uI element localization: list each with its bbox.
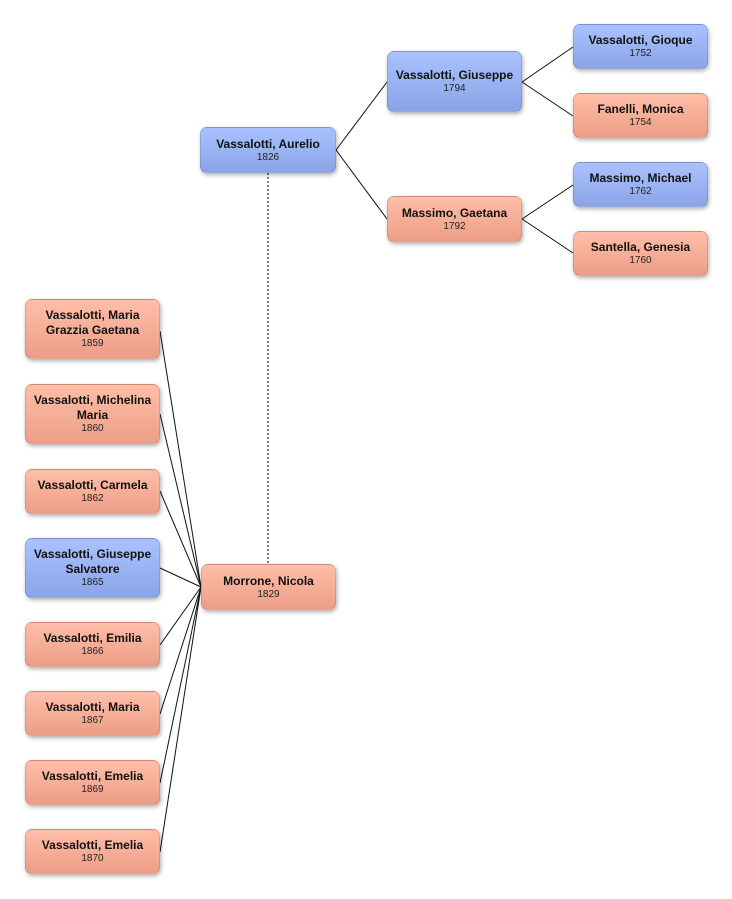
person-year: 1760: [629, 255, 652, 266]
person-year: 1762: [629, 186, 652, 197]
person-name: Vassalotti, Emilia: [43, 631, 142, 645]
person-name: Massimo, Michael: [589, 171, 692, 185]
person-year: 1865: [81, 577, 104, 588]
line-nicola-child-7: [159, 586, 202, 784]
person-name: Vassalotti, Giuseppe: [395, 68, 514, 82]
person-monica[interactable]: Fanelli, Monica 1754: [573, 93, 708, 138]
person-name: Vassalotti, Carmela: [37, 478, 148, 492]
child-5[interactable]: Vassalotti, Emilia 1866: [25, 622, 160, 667]
child-8[interactable]: Vassalotti, Emelia 1870: [25, 829, 160, 874]
child-1[interactable]: Vassalotti, Maria Grazzia Gaetana 1859: [25, 299, 160, 359]
line-nicola-child-4: [159, 567, 202, 588]
person-nicola[interactable]: Morrone, Nicola 1829: [201, 564, 336, 610]
person-year: 1859: [81, 338, 104, 349]
person-year: 1870: [81, 853, 104, 864]
person-year: 1866: [81, 646, 104, 657]
person-year: 1867: [81, 715, 104, 726]
person-year: 1754: [629, 117, 652, 128]
person-year: 1826: [256, 151, 280, 163]
person-name: Vassalotti, Michelina Maria: [33, 393, 152, 422]
line-giuseppe-monica: [521, 81, 574, 117]
person-name: Vassalotti, Emelia: [41, 769, 144, 783]
child-4[interactable]: Vassalotti, Giuseppe Salvatore 1865: [25, 538, 160, 598]
person-year: 1752: [629, 48, 652, 59]
person-genesia[interactable]: Santella, Genesia 1760: [573, 231, 708, 276]
person-name: Vassalotti, Maria: [45, 700, 140, 714]
line-nicola-child-5: [159, 586, 202, 646]
person-name: Massimo, Gaetana: [401, 205, 508, 220]
person-name: Fanelli, Monica: [597, 102, 684, 116]
person-year: 1829: [257, 588, 280, 600]
line-aurelio-gaetana: [335, 149, 388, 220]
line-nicola-child-8: [159, 586, 202, 853]
line-giuseppe-gioque: [521, 46, 574, 83]
person-year: 1869: [81, 784, 104, 795]
person-michael[interactable]: Massimo, Michael 1762: [573, 162, 708, 207]
person-year: 1862: [81, 493, 104, 504]
person-year: 1860: [81, 423, 104, 434]
line-gaetana-genesia: [521, 218, 574, 254]
child-2[interactable]: Vassalotti, Michelina Maria 1860: [25, 384, 160, 444]
person-name: Vassalotti, Gioque: [588, 33, 693, 47]
person-gaetana[interactable]: Massimo, Gaetana 1792: [387, 196, 522, 242]
person-giuseppe[interactable]: Vassalotti, Giuseppe 1794: [387, 51, 522, 112]
person-name: Vassalotti, Giuseppe Salvatore: [33, 547, 152, 576]
line-nicola-child-2: [159, 413, 202, 588]
person-gioque[interactable]: Vassalotti, Gioque 1752: [573, 24, 708, 69]
child-7[interactable]: Vassalotti, Emelia 1869: [25, 760, 160, 805]
line-aurelio-giuseppe: [335, 81, 388, 151]
line-nicola-child-1: [159, 330, 202, 588]
line-nicola-child-3: [159, 490, 202, 588]
person-name: Morrone, Nicola: [223, 573, 314, 588]
person-year: 1794: [443, 83, 466, 94]
person-aurelio[interactable]: Vassalotti, Aurelio 1826: [200, 127, 336, 173]
person-name: Vassalotti, Aurelio: [216, 136, 320, 151]
line-gaetana-michael: [521, 184, 574, 220]
child-3[interactable]: Vassalotti, Carmela 1862: [25, 469, 160, 514]
child-6[interactable]: Vassalotti, Maria 1867: [25, 691, 160, 736]
person-name: Vassalotti, Maria Grazzia Gaetana: [45, 308, 140, 337]
line-nicola-child-6: [159, 586, 202, 715]
person-year: 1792: [443, 220, 466, 232]
person-name: Santella, Genesia: [590, 240, 691, 254]
person-name: Vassalotti, Emelia: [41, 838, 144, 852]
